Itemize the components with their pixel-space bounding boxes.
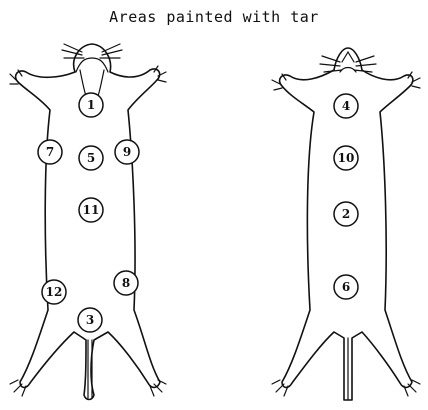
svg-text:12: 12 <box>46 285 63 299</box>
dorsal-area-marker: 1 <box>79 93 103 117</box>
ventral-area-marker: 2 <box>334 202 358 226</box>
svg-text:6: 6 <box>342 280 350 294</box>
dorsal-pelt: 1 7 5 9 11 8 1 <box>10 44 166 400</box>
dorsal-area-marker: 11 <box>79 198 103 222</box>
dorsal-area-marker: 5 <box>79 146 103 170</box>
ventral-area-marker: 10 <box>334 146 358 170</box>
svg-text:8: 8 <box>122 276 130 290</box>
dorsal-area-marker: 12 <box>42 280 66 304</box>
svg-text:5: 5 <box>87 151 95 165</box>
svg-text:4: 4 <box>342 99 350 113</box>
svg-text:3: 3 <box>86 313 94 327</box>
svg-text:9: 9 <box>123 145 131 159</box>
ventral-area-marker: 6 <box>334 275 358 299</box>
svg-text:1: 1 <box>87 98 95 112</box>
dorsal-area-marker: 3 <box>78 308 102 332</box>
dorsal-area-marker: 9 <box>115 140 139 164</box>
svg-text:11: 11 <box>83 203 100 217</box>
svg-text:7: 7 <box>46 145 54 159</box>
ventral-area-marker: 4 <box>334 94 358 118</box>
svg-text:10: 10 <box>338 151 355 165</box>
ventral-pelt: 4 10 2 6 <box>272 48 420 400</box>
dorsal-area-marker: 8 <box>114 271 138 295</box>
dorsal-area-marker: 7 <box>38 140 62 164</box>
svg-text:2: 2 <box>342 207 350 221</box>
